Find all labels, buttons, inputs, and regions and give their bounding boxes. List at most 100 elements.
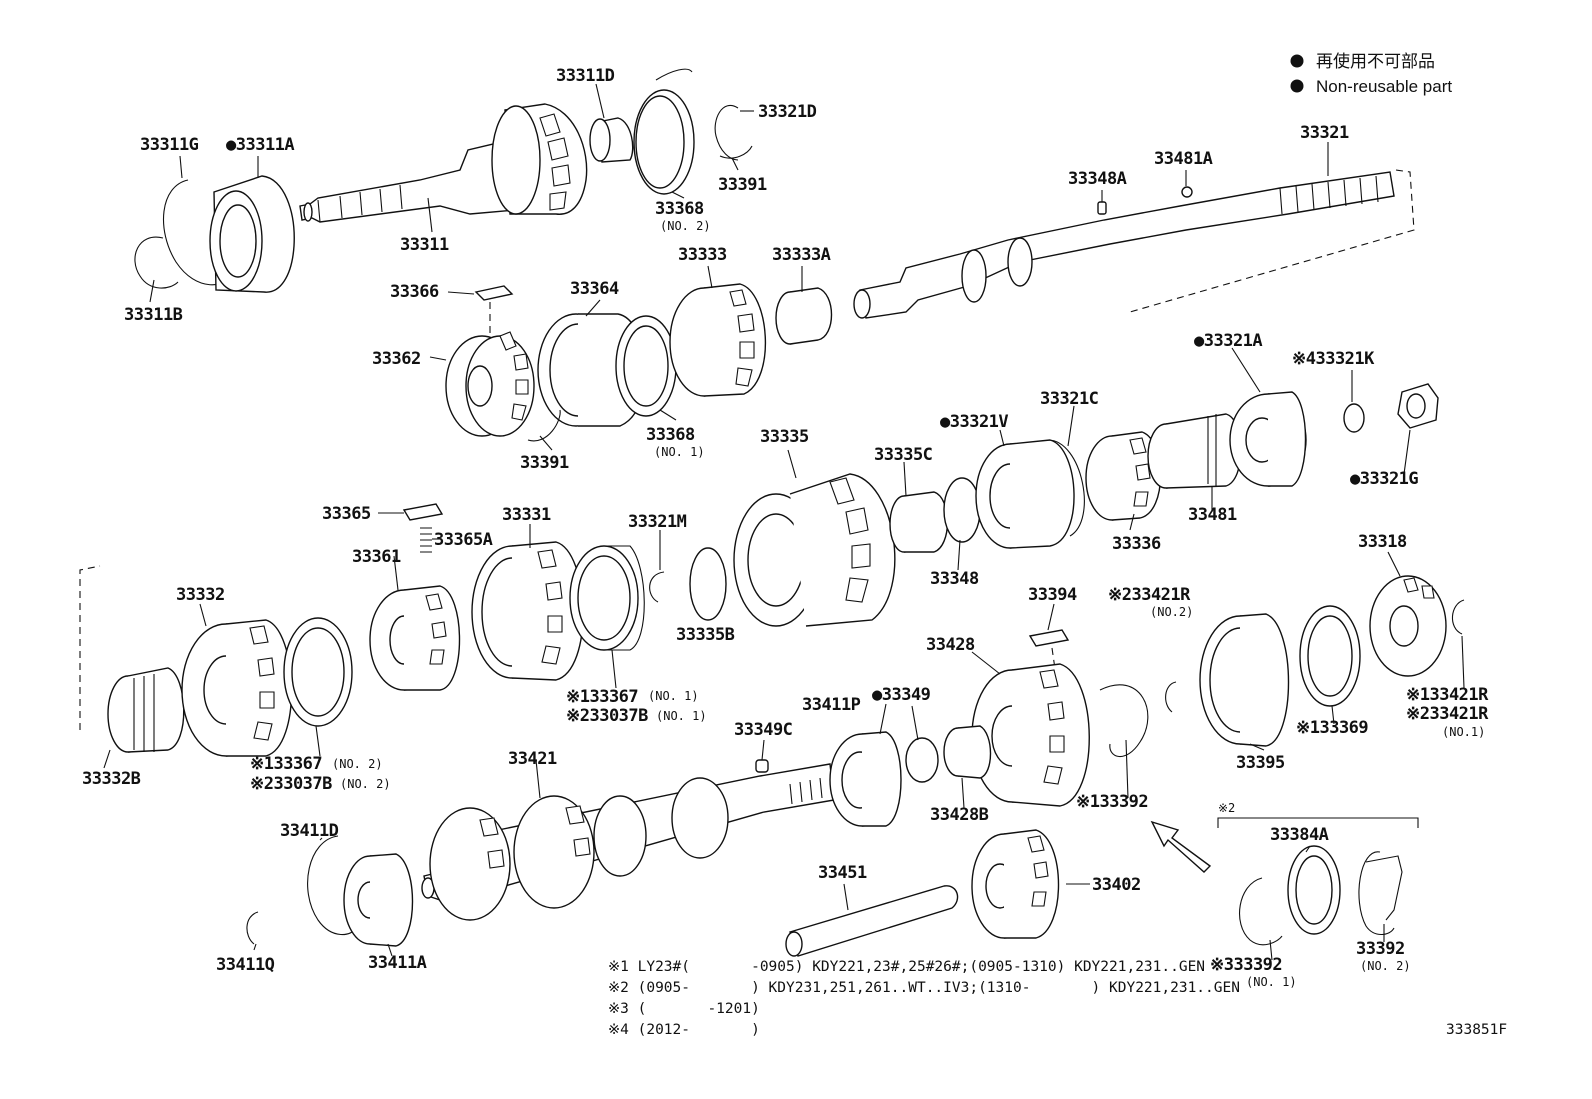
clutch-hub-33361: [369, 585, 461, 691]
snap-ring-33321M: [649, 571, 665, 603]
label-33321D: 33321D: [758, 102, 817, 122]
label-33367-no1: ※133367: [566, 687, 638, 707]
label-33321V: ●33321V: [940, 412, 1008, 432]
wire-33391-mid: [527, 409, 561, 442]
label-33391-top: 33391: [718, 175, 767, 195]
label-33037B-no1-sub: (NO. 1): [656, 709, 707, 723]
label-33335: 33335: [760, 427, 809, 447]
label-33411P: 33411P: [802, 695, 861, 715]
needle-bearing-33333A: [775, 287, 833, 345]
snap-ring-33321C: [1047, 439, 1085, 537]
input-gear-teeth: [491, 103, 588, 215]
label-33367-no2: ※133367: [250, 754, 322, 774]
label-33321K: ※433321K: [1292, 349, 1375, 369]
label-33311G: 33311G: [140, 135, 199, 155]
label-33348: 33348: [930, 569, 979, 589]
snap-ring-33392-1: [1099, 684, 1149, 758]
hub-sleeve-33395: [1199, 613, 1290, 747]
label-33369: ※133369: [1296, 718, 1368, 738]
label-33421R-no2-sub: (NO.2): [1150, 605, 1193, 619]
label-33421R-no1-sub: (NO.1): [1442, 725, 1485, 739]
snap-ring-33321D: [714, 105, 739, 161]
label-33311B: 33311B: [124, 305, 183, 325]
label-33394: 33394: [1028, 585, 1077, 605]
ball-33348A: [1097, 201, 1107, 215]
label-33428: 33428: [926, 635, 975, 655]
gear-33318: [1369, 575, 1447, 677]
counter-gear-33421: [421, 763, 835, 921]
part-labels: 33311D 33321D 33311G ●33311A 33391 33368…: [82, 66, 1490, 989]
label-33361: 33361: [352, 547, 401, 567]
label-33037B-no1: ※233037B: [566, 706, 648, 726]
label-33335C: 33335C: [874, 445, 932, 465]
shifting-key-33366: [474, 285, 514, 301]
snap-ring-33411Q: [246, 911, 259, 945]
shifting-key-33365: [402, 503, 444, 521]
bearing-33311A: [209, 175, 295, 293]
direction-arrow: [1150, 820, 1212, 873]
label-33395: 33395: [1236, 753, 1285, 773]
label-33321: 33321: [1300, 123, 1349, 143]
gear-33428: [971, 663, 1090, 807]
label-33318: 33318: [1358, 532, 1407, 552]
label-33411Q: 33411Q: [216, 955, 275, 975]
label-33364: 33364: [570, 279, 619, 299]
lock-nut-33321G: [1397, 383, 1439, 429]
label-33402: 33402: [1092, 875, 1141, 895]
label-33392-no2-sub: (NO. 2): [1360, 959, 1411, 973]
snap-ring-33411D: [307, 835, 357, 936]
snap-ring-33421R-no2: [1165, 681, 1177, 713]
synchronizer-ring-33367-no1: [569, 545, 645, 651]
spacer-33481: [1147, 413, 1242, 489]
footnote-3: ※3 ( -1201): [608, 1001, 760, 1017]
label-33451: 33451: [818, 863, 867, 883]
label-33311: 33311: [400, 235, 449, 255]
label-33332B: 33332B: [82, 769, 141, 789]
label-33411A: 33411A: [368, 953, 427, 973]
label-33348A: 33348A: [1068, 169, 1127, 189]
label-33333A: 33333A: [772, 245, 831, 265]
hub-sleeve-33331: [471, 541, 584, 681]
label-33392-no2: 33392: [1356, 939, 1405, 959]
label-33321G: ●33321G: [1350, 469, 1418, 489]
leader-lines: [103, 83, 1465, 961]
label-33368-no2: 33368: [655, 199, 704, 219]
label-33366: 33366: [390, 282, 439, 302]
spacer-33349: [905, 737, 939, 783]
footnote-4: ※4 (2012- ): [608, 1022, 760, 1038]
footnote-2: ※2 (0905- ) KDY231,251,261..WT..IV3;(131…: [608, 980, 1240, 996]
bracket-ref2: [1217, 817, 1419, 828]
label-33392-no1-sub: (NO. 1): [1246, 975, 1297, 989]
output-shaft-33321: [853, 169, 1415, 319]
bearing-33321V: [975, 439, 1075, 549]
label-33368-no2-sub: (NO. 2): [660, 219, 711, 233]
label-ref2: ※2: [1218, 801, 1235, 815]
needle-bearing-33311D: [589, 117, 634, 163]
label-33392-1: ※133392: [1076, 792, 1148, 812]
legend-dot-1: [1290, 54, 1304, 68]
gear-33332: [181, 619, 293, 757]
input-shaft-33311: [299, 139, 517, 223]
axis-dash-left: [79, 565, 101, 730]
label-33421R-no2: ※233421R: [1108, 585, 1191, 605]
ball-33481A: [1181, 186, 1193, 198]
synchronizer-ring-33368-no1: [615, 315, 677, 417]
needle-bearing-33335C: [889, 491, 949, 553]
snap-ring-33311B: [134, 236, 179, 289]
label-33392-no1: ※333392: [1210, 955, 1282, 975]
bearing-33411A: [343, 853, 414, 947]
snap-ring-33392-no1: [1238, 877, 1283, 946]
label-33332: 33332: [176, 585, 225, 605]
label-33336: 33336: [1112, 534, 1161, 554]
needle-bearing-33332B: [107, 667, 185, 753]
spring-33365A: [420, 527, 432, 553]
label-33365: 33365: [322, 504, 371, 524]
ball-33349C: [755, 759, 769, 773]
gear-33336: [1085, 431, 1162, 521]
label-33321M: 33321M: [628, 512, 687, 532]
label-33368-no1: 33368: [646, 425, 695, 445]
gear-33333: [669, 283, 767, 397]
clutch-hub-33362: [445, 331, 535, 437]
label-33481: 33481: [1188, 505, 1237, 525]
legend: 再使用不可部品 Non-reusable part: [1290, 51, 1452, 96]
